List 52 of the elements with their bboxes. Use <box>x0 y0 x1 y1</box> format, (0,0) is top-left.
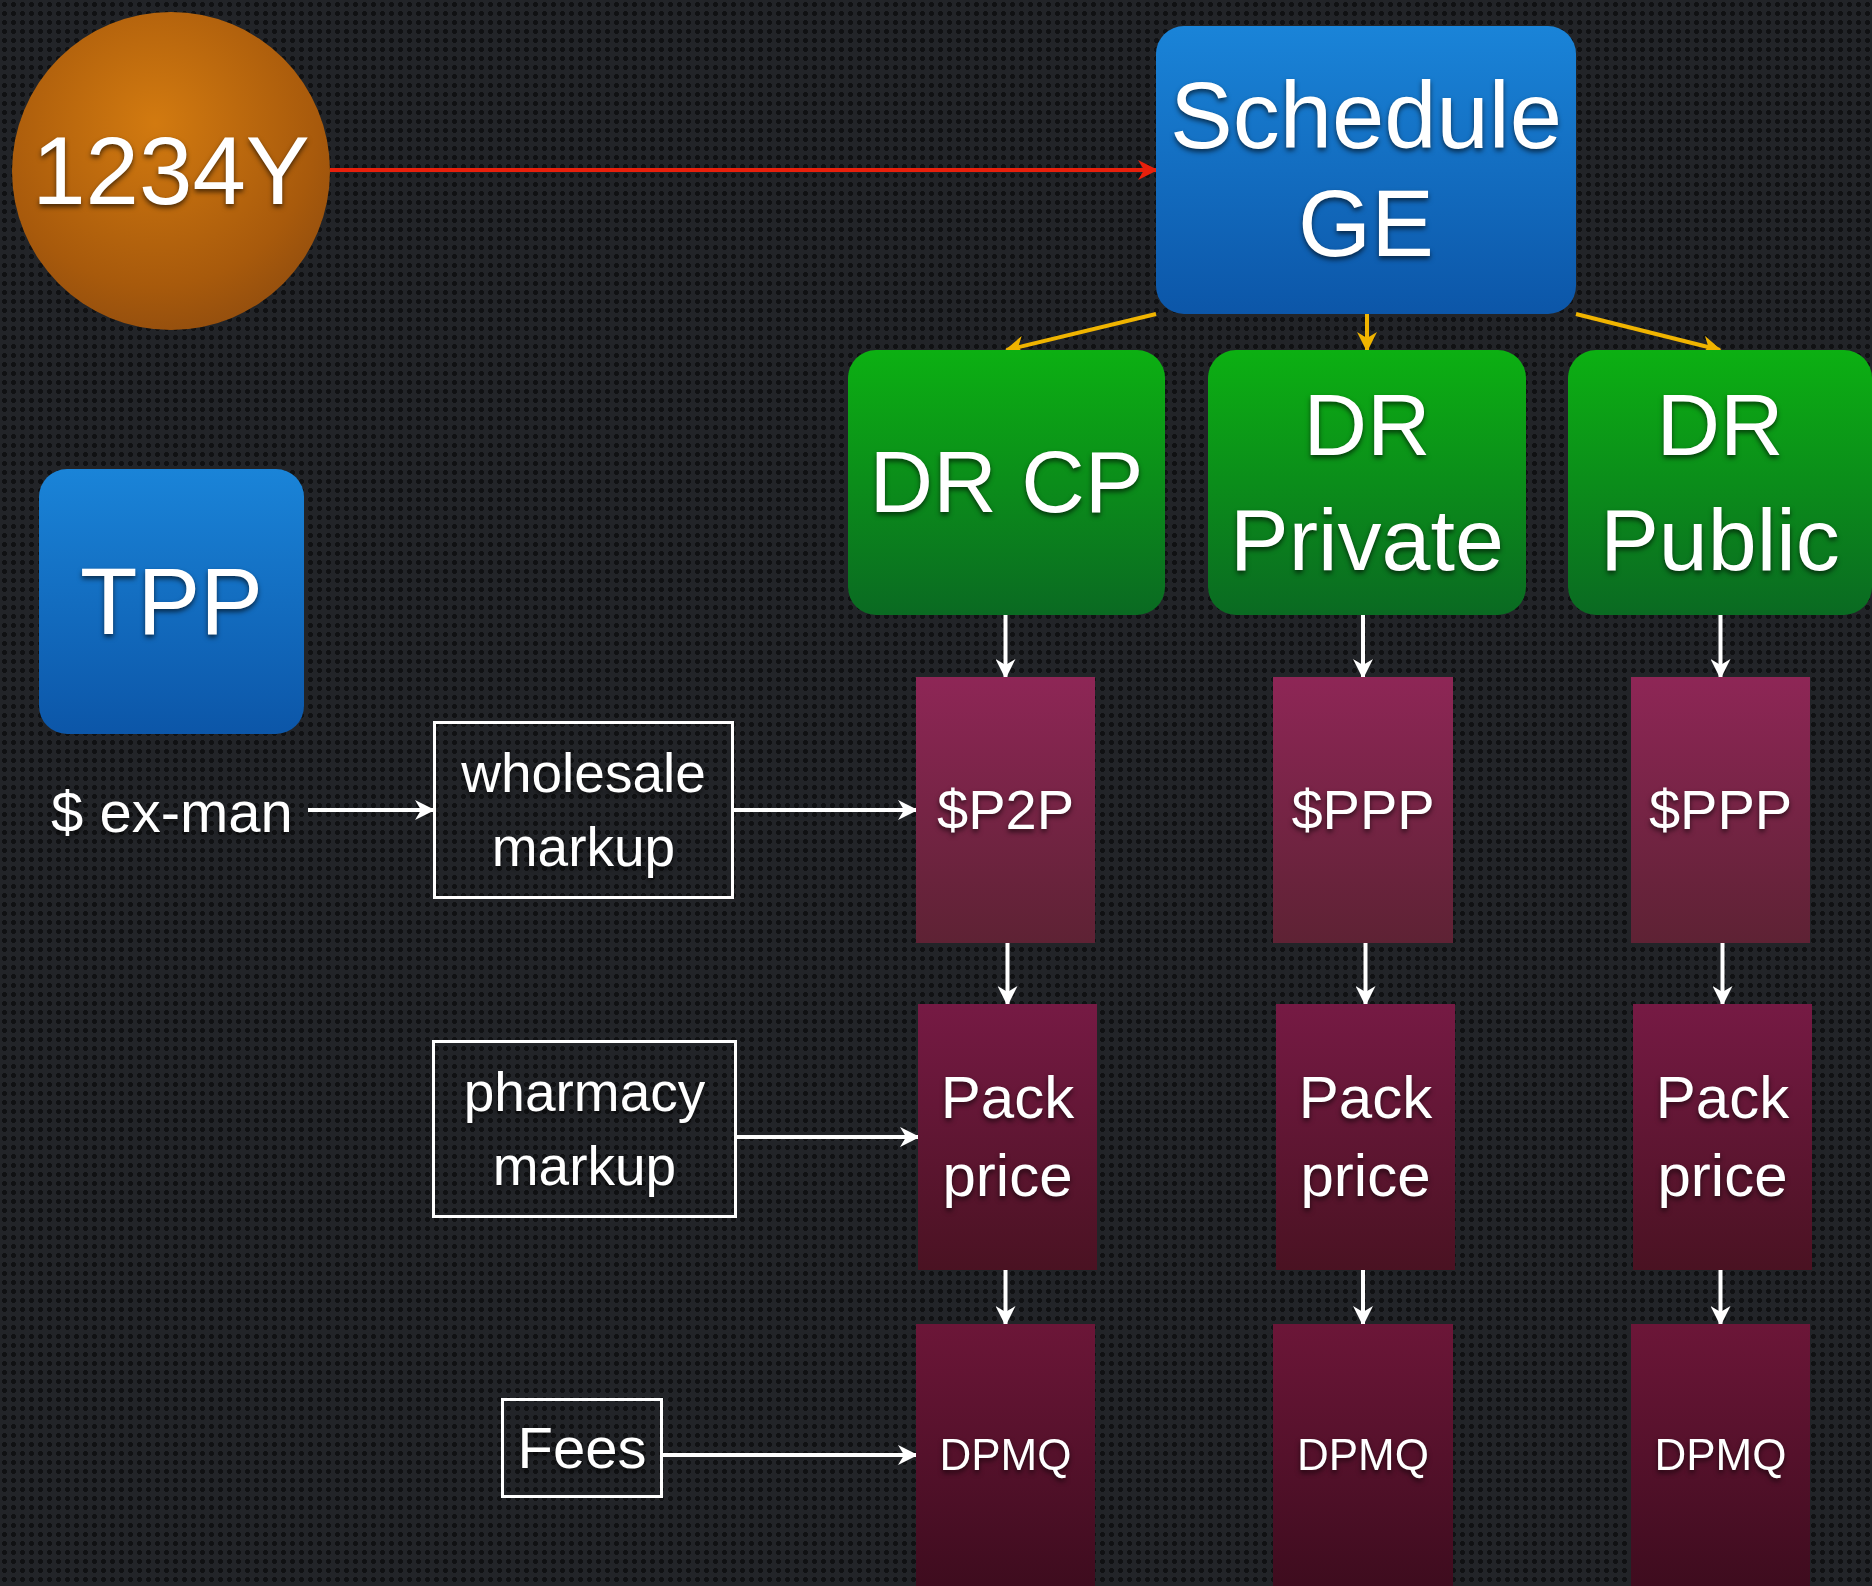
node-label: Schedule GE <box>1169 61 1563 278</box>
arrow <box>1712 943 1733 1006</box>
price-box <box>916 677 1095 943</box>
price-box <box>1276 1004 1455 1270</box>
node-label: $PPP <box>1648 779 1793 841</box>
node-label: DR CP <box>869 431 1144 534</box>
node-label: 1234Y <box>32 118 310 224</box>
arrow <box>734 800 918 820</box>
arrow <box>1710 1270 1731 1326</box>
node-label: DR Public <box>1599 374 1841 591</box>
price-box <box>916 1324 1095 1586</box>
price-box <box>1273 677 1453 943</box>
circle-node <box>12 12 330 330</box>
arrow <box>308 800 435 820</box>
node-label: pharmacy markup <box>462 1059 707 1199</box>
node-label: DPMQ <box>1654 1430 1787 1480</box>
node-label: TPP <box>80 549 263 654</box>
node-label: Pack price <box>1297 1063 1434 1211</box>
node-label: $ ex-man <box>36 782 308 842</box>
arrow <box>330 160 1158 180</box>
arrow <box>1355 943 1376 1006</box>
node-label: $P2P <box>937 779 1074 841</box>
price-box <box>1273 1324 1453 1586</box>
process-box <box>848 350 1165 615</box>
price-box <box>1631 677 1810 943</box>
node-label: Pack price <box>939 1063 1076 1211</box>
process-box <box>1568 350 1872 615</box>
node-label: Pack price <box>1654 1063 1791 1211</box>
price-box <box>918 1004 1097 1270</box>
node-label: DPMQ <box>1297 1430 1429 1480</box>
process-box <box>432 1040 737 1218</box>
arrow <box>1353 615 1373 679</box>
node-label: $PPP <box>1291 779 1435 841</box>
node-label: DR Private <box>1229 374 1505 591</box>
process-box <box>433 721 734 899</box>
arrow <box>997 943 1018 1006</box>
arrow <box>1710 615 1731 679</box>
arrow <box>663 1445 918 1465</box>
process-box <box>39 469 304 734</box>
process-box <box>1208 350 1526 615</box>
arrow <box>995 1270 1016 1326</box>
arrow <box>1357 314 1377 352</box>
process-box <box>1156 26 1576 314</box>
arrow <box>995 615 1016 679</box>
price-box <box>1631 1324 1810 1586</box>
arrow <box>737 1127 920 1147</box>
price-box <box>1633 1004 1812 1270</box>
process-box <box>501 1398 663 1498</box>
node-label: wholesale markup <box>460 740 707 880</box>
node-label: Fees <box>517 1416 647 1480</box>
arrow <box>1353 1270 1373 1326</box>
node-label: DPMQ <box>939 1430 1072 1480</box>
